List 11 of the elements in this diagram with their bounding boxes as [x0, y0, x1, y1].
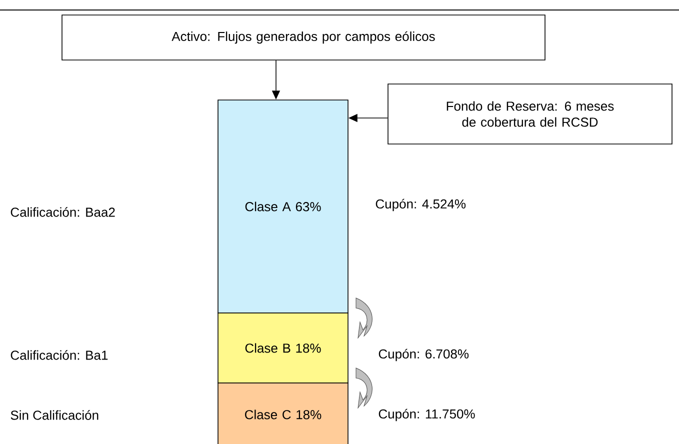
tranche-box: Clase A 63%	[218, 100, 348, 314]
label: Cupón: 4.524%	[376, 198, 466, 212]
tranche-box: Clase C 18%	[218, 382, 348, 444]
text-box: Activo: Flujos generados por campos eólicos	[62, 14, 546, 60]
label: Calificación: Ba1	[10, 350, 108, 360]
tranche-box: Clase B 18%	[218, 312, 348, 384]
label: Cupón: 11.750%	[378, 408, 475, 422]
text-box: Fondo de Reserva: 6 meses de cobertura del RCSD	[388, 84, 672, 144]
label: Sin Calificación	[10, 410, 98, 420]
label: Calificación: Baa2	[10, 207, 115, 217]
label: Cupón: 6.708%	[378, 348, 469, 362]
